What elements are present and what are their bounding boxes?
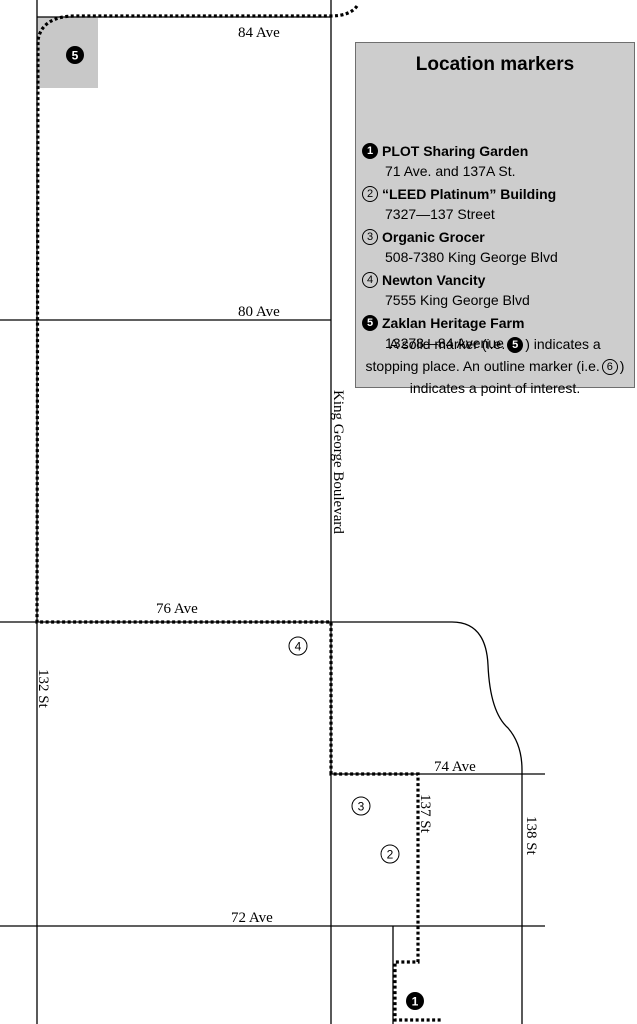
marker-2[interactable]: 2 <box>380 844 400 864</box>
legend-entry-name: Zaklan Heritage Farm <box>382 315 525 331</box>
label-80-ave: 80 Ave <box>238 304 280 320</box>
outline-marker-example-icon: 6 <box>601 359 618 376</box>
legend-entry-address: 7327—137 Street <box>385 206 495 222</box>
label-king-george-boulevard: King George Boulevard <box>330 390 346 534</box>
legend-entry-name: Organic Grocer <box>382 229 485 245</box>
legend-note: A solid marker (i.e.5) indicates a stopp… <box>364 333 626 399</box>
legend-note-part2: ) indicates a stopping place. An outline… <box>365 336 601 374</box>
legend-entry-address: 71 Ave. and 137A St. <box>385 163 516 179</box>
label-76-ave: 76 Ave <box>156 601 198 617</box>
label-74-ave: 74 Ave <box>434 759 476 775</box>
label-72-ave: 72 Ave <box>231 910 273 926</box>
legend-entry-address: 508-7380 King George Blvd <box>385 249 558 265</box>
solid-marker-icon: 1 <box>362 143 378 159</box>
label-137-st: 137 St <box>417 794 433 834</box>
marker-4-number: 4 <box>295 640 302 654</box>
solid-marker-example-icon: 5 <box>507 337 524 354</box>
outline-marker-icon: 4 <box>362 272 378 288</box>
marker-1-number: 1 <box>412 995 419 1009</box>
road-76-ave-curve <box>331 621 523 1024</box>
marker-5[interactable]: 5 <box>66 46 84 64</box>
legend-entry-2: 2“LEED Platinum” Building 7327—137 Stree… <box>362 184 630 224</box>
marker-5-number: 5 <box>72 49 79 63</box>
marker-2-number: 2 <box>387 848 394 862</box>
marker-1[interactable]: 1 <box>406 992 424 1010</box>
legend-entry-address: 13278—84 Avenue <box>385 335 504 351</box>
legend-entry-name: Newton Vancity <box>382 272 486 288</box>
legend-note-part3: ) indicates a point of interest. <box>409 358 625 396</box>
label-84-ave: 84 Ave <box>238 25 280 41</box>
walking-route <box>35 4 441 1022</box>
legend-title: Location markers <box>415 54 575 75</box>
solid-marker-icon: 5 <box>362 315 378 331</box>
marker-4[interactable]: 4 <box>288 636 308 656</box>
marker-3-number: 3 <box>358 800 365 814</box>
outline-marker-icon: 2 <box>362 186 378 202</box>
marker-3[interactable]: 3 <box>351 796 371 816</box>
legend-entry-name: “LEED Platinum” Building <box>382 186 557 202</box>
outline-marker-icon: 3 <box>362 229 378 245</box>
label-138-st: 138 St <box>523 816 539 856</box>
label-132-st: 132 St <box>35 669 51 709</box>
legend-entry-address: 7555 King George Blvd <box>385 292 530 308</box>
legend-entry-name: PLOT Sharing Garden <box>382 143 529 159</box>
legend-note-part1: A solid marker (i.e. <box>389 336 506 352</box>
